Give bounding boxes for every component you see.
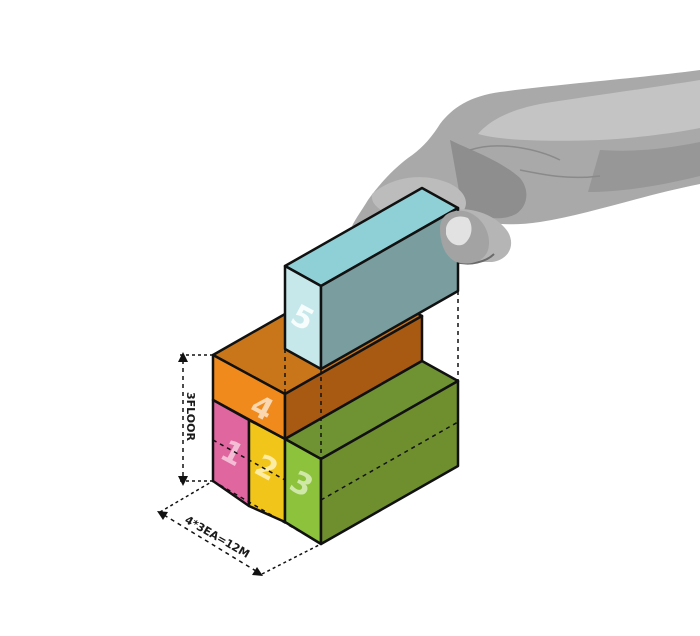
guide-lines [212, 291, 459, 545]
block-5: 5 [283, 186, 460, 371]
block-3-side [319, 379, 460, 546]
thumb-icon [440, 210, 490, 264]
block-1: 1 [211, 398, 251, 508]
hand-icon [352, 70, 700, 265]
height-dimension-label: 3FLOOR [184, 392, 197, 441]
width-dimension-label: 4*3EA=12M [183, 513, 252, 561]
block-3: 3 [284, 359, 460, 546]
block-2: 2 [247, 418, 287, 524]
height-dimension: 3FLOOR [178, 352, 213, 486]
